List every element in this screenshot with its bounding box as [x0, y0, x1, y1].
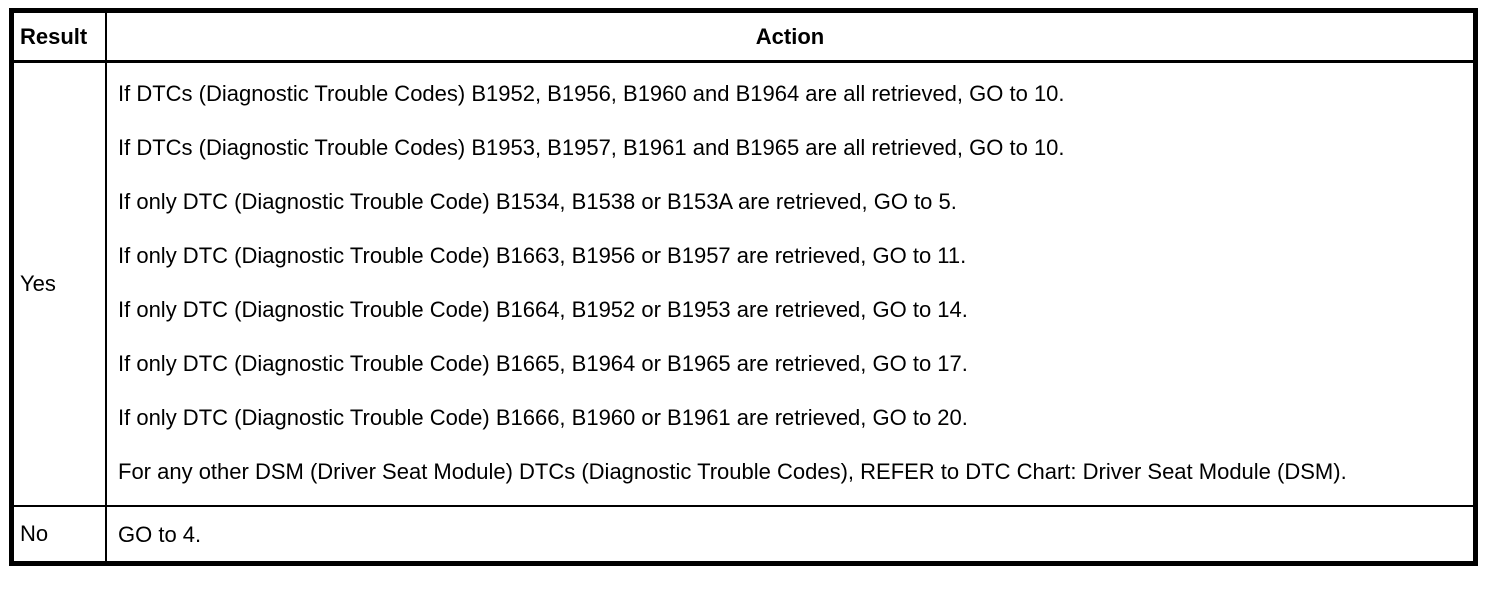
action-line: If only DTC (Diagnostic Trouble Code) B1… — [118, 297, 968, 322]
result-cell-yes: Yes — [14, 63, 107, 505]
action-line: If only DTC (Diagnostic Trouble Code) B1… — [118, 189, 957, 214]
result-cell-no: No — [14, 507, 107, 561]
action-cell-no: GO to 4. — [107, 507, 1473, 561]
action-line: GO to 4. — [118, 521, 202, 547]
action-line: If only DTC (Diagnostic Trouble Code) B1… — [118, 405, 968, 430]
header-cell-action: Action — [755, 23, 825, 49]
table-row-no: No GO to 4. — [14, 507, 1473, 561]
action-line: If only DTC (Diagnostic Trouble Code) B1… — [118, 351, 968, 376]
action-line: If only DTC (Diagnostic Trouble Code) B1… — [118, 243, 967, 268]
header-cell-result: Result — [14, 13, 107, 60]
results-action-table: Result Action Yes If DTCs (Diagnostic Tr… — [9, 8, 1478, 566]
table-header-row: Result Action — [14, 13, 1473, 63]
action-cell-yes: If DTCs (Diagnostic Trouble Codes) B1952… — [107, 63, 1473, 505]
action-line: If DTCs (Diagnostic Trouble Codes) B1953… — [118, 135, 1065, 160]
action-line: For any other DSM (Driver Seat Module) D… — [118, 459, 1347, 484]
action-line: If DTCs (Diagnostic Trouble Codes) B1952… — [118, 81, 1065, 106]
table-row-yes: Yes If DTCs (Diagnostic Trouble Codes) B… — [14, 63, 1473, 507]
